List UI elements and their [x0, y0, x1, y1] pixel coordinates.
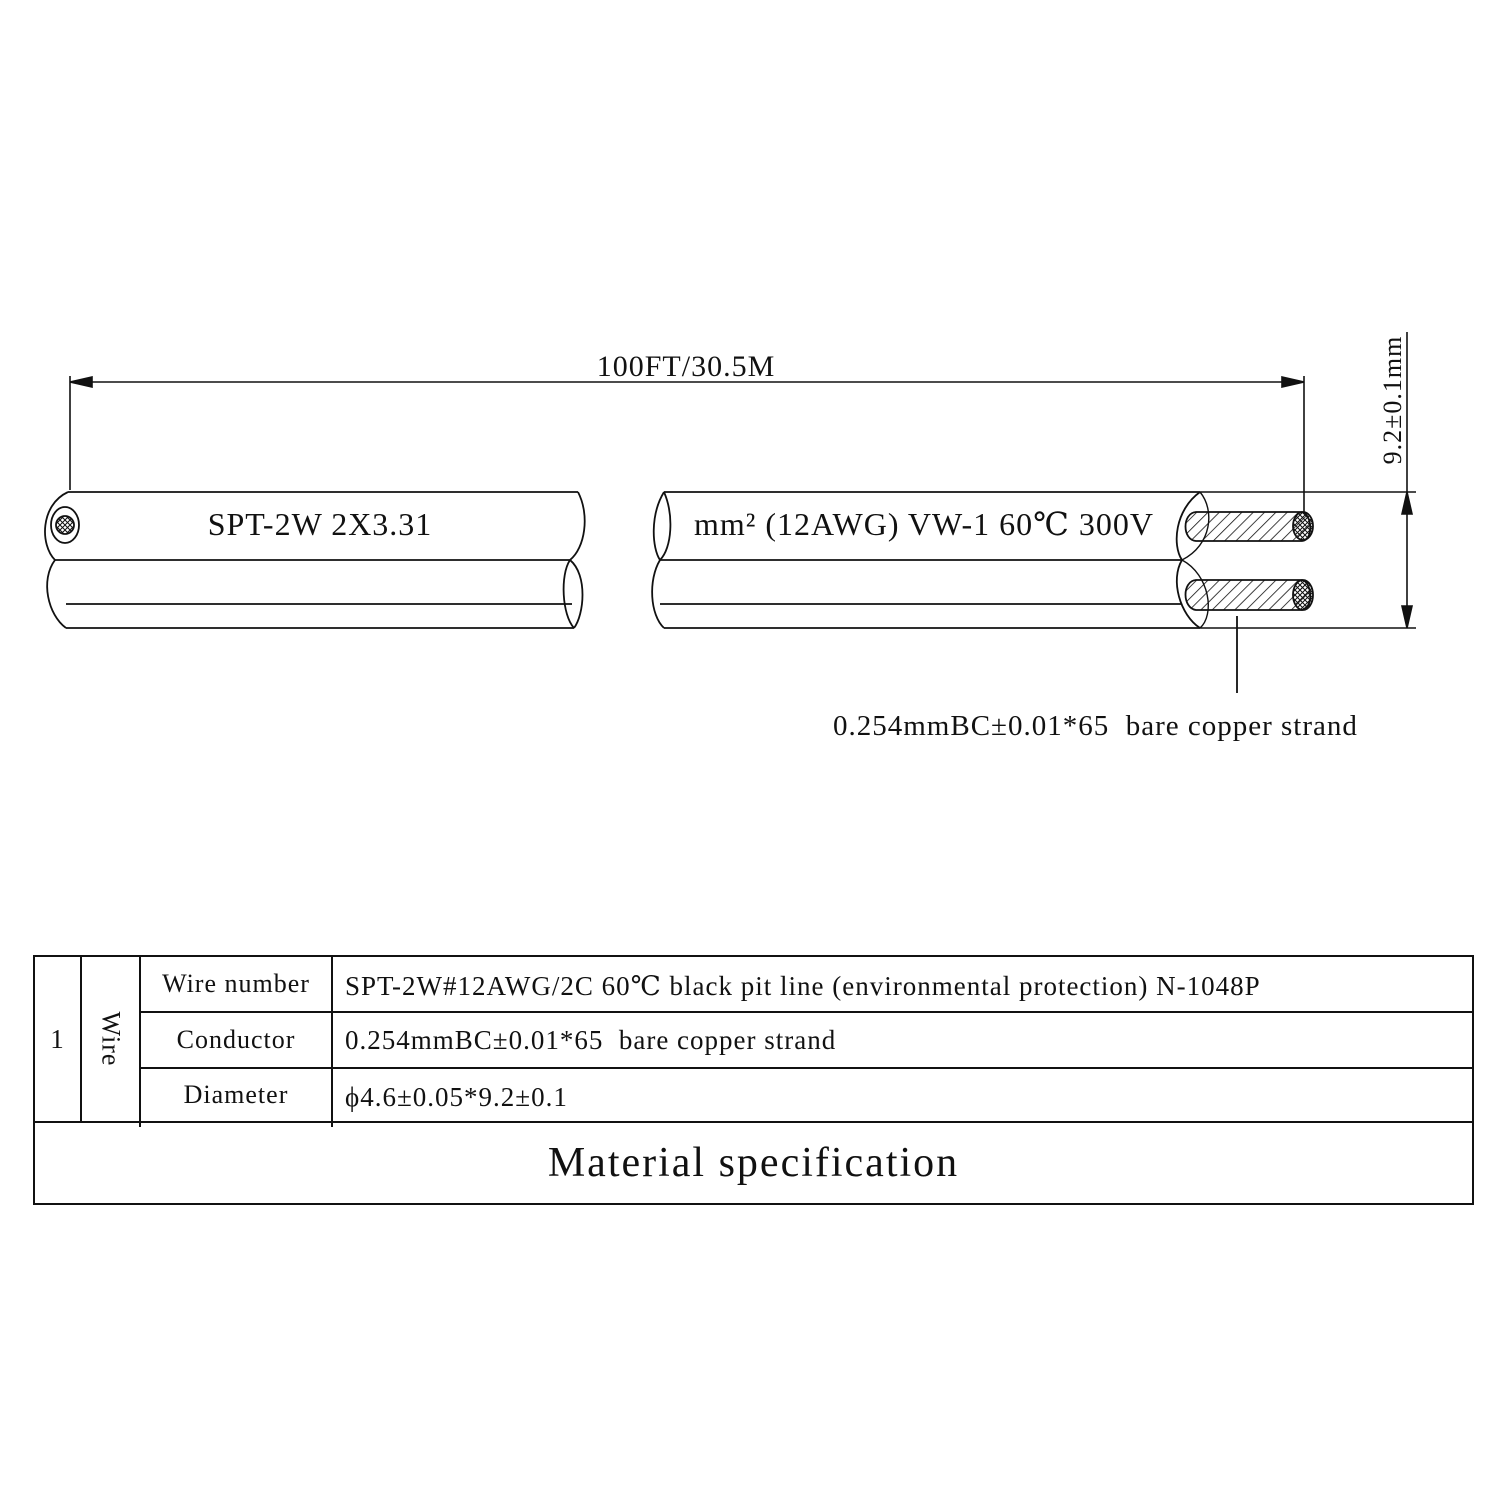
- conductor-top: [1184, 511, 1314, 542]
- item-number: 1: [50, 1023, 65, 1054]
- cable-left-segment: [44, 491, 586, 629]
- row-label-diameter: Diameter: [183, 1080, 289, 1109]
- material-spec-table: 1 Wire Wire number SPT-2W#12AWG/2C 60℃ b…: [33, 955, 1474, 1205]
- length-dimension: [69, 375, 1305, 512]
- cable-drawing: 100FT/30.5M 9.2±0.1mm SPT-2W 2X3.31: [44, 332, 1416, 742]
- strand-label: 0.254mmBC±0.01*65 bare copper strand: [833, 710, 1358, 742]
- row-label-conductor: Conductor: [176, 1025, 296, 1054]
- table-footer-title: Material specification: [547, 1140, 960, 1186]
- print-right: mm² (12AWG) VW-1 60℃ 300V: [694, 506, 1154, 542]
- length-label: 100FT/30.5M: [597, 350, 776, 383]
- category-label: Wire: [96, 1011, 126, 1067]
- row-value-wire-number: SPT-2W#12AWG/2C 60℃ black pit line (envi…: [345, 970, 1261, 1001]
- height-label: 9.2±0.1mm: [1378, 336, 1407, 465]
- row-label-wire-number: Wire number: [162, 969, 310, 998]
- conductor-bottom: [1184, 579, 1314, 611]
- height-dimension: [1200, 332, 1416, 629]
- row-value-diameter: ϕ4.6±0.05*9.2±0.1: [345, 1081, 568, 1112]
- row-value-conductor: 0.254mmBC±0.01*65 bare copper strand: [345, 1024, 837, 1055]
- print-left: SPT-2W 2X3.31: [208, 506, 433, 542]
